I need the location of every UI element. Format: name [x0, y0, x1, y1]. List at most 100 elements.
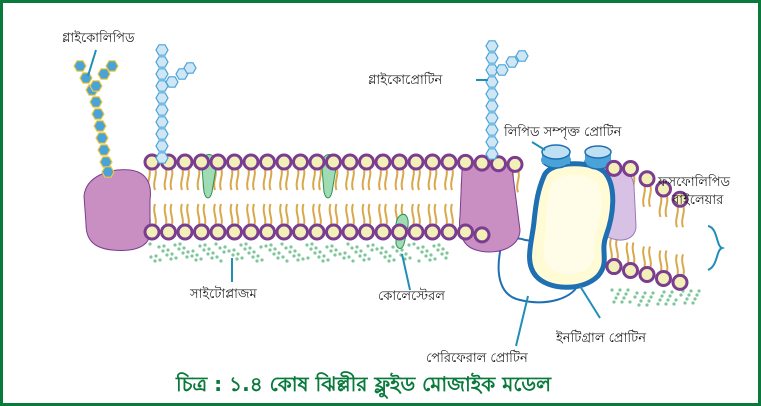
cytoplasm-dot	[149, 255, 152, 258]
glycoprotein-sugar	[184, 63, 196, 73]
cytoplasm-dot	[436, 248, 439, 251]
cytoplasm-dot	[154, 254, 157, 257]
lipid-head-outer	[277, 155, 291, 169]
lipid-head-inner	[327, 225, 341, 239]
lipid-tail	[154, 204, 156, 226]
lipid-tail	[435, 168, 437, 190]
lipid-head-outer	[294, 155, 308, 169]
cytoplasm-dot	[199, 257, 202, 260]
cytoplasm-dot	[429, 253, 432, 256]
lipid-tail	[270, 168, 272, 190]
lipid-tail	[171, 168, 173, 190]
cytoplasm-dot	[664, 302, 667, 305]
cytoplasm-dot	[240, 256, 243, 259]
cytoplasm-dot	[236, 252, 239, 255]
cytoplasm-dot	[219, 259, 222, 262]
cytoplasm-dot	[691, 301, 694, 304]
cytoplasm-dot	[231, 253, 234, 256]
lipid-head-outer	[624, 162, 638, 176]
lipid-tail	[181, 168, 183, 190]
cytoplasm-dot	[330, 244, 333, 247]
lipid-tail	[220, 168, 222, 190]
cytoplasm-dot	[284, 246, 287, 249]
glycoprotein-sugar	[156, 153, 168, 163]
cytoplasm-dot	[679, 293, 682, 296]
lipid-tail	[610, 239, 612, 261]
lipid-head-outer	[327, 155, 341, 169]
cytoplasm-dot	[285, 259, 288, 262]
cytoplasm-dot	[338, 252, 341, 255]
cytoplasm-dot	[202, 248, 205, 251]
cytoplasm-dot	[198, 244, 201, 247]
cytoplasm-dot	[277, 251, 280, 254]
cytoplasm-dot	[235, 257, 238, 260]
cytoplasm-dot	[321, 259, 324, 262]
cytoplasm-dot	[329, 249, 332, 252]
lipid-tail	[280, 204, 282, 226]
lipid-tail	[402, 168, 404, 190]
lipid-head-inner	[607, 260, 621, 274]
lipid-head-inner	[343, 225, 357, 239]
lipid-head-inner	[228, 225, 242, 239]
cytoplasm-dot	[421, 245, 424, 248]
cytoplasm-dot	[695, 293, 698, 296]
cytoplasm-dot	[157, 245, 160, 248]
cytoplasm-dot	[363, 253, 366, 256]
lipid-tail	[352, 168, 354, 190]
cytoplasm-dot	[166, 248, 169, 251]
label-phospholipid-line2: বাইলেয়ার	[671, 192, 724, 208]
cytoplasm-dot	[407, 243, 410, 246]
lipid-tail	[682, 254, 684, 276]
cytoplasm-dot	[162, 244, 165, 247]
lipid-tail	[231, 204, 233, 226]
cytoplasm-dot	[182, 246, 185, 249]
cytoplasm-dot	[662, 290, 665, 293]
cytoplasm-dot	[161, 249, 164, 252]
label-peripheral-protein: পেরিফেরাল প্রোটিন	[426, 350, 528, 366]
cytoplasm-dot	[628, 300, 631, 303]
cytoplasm-dot	[222, 250, 225, 253]
lipid-head-inner	[195, 225, 209, 239]
cytoplasm-dot	[387, 259, 390, 262]
cytoplasm-dot	[288, 250, 291, 253]
cytoplasm-dot	[239, 243, 242, 246]
leader-peripheral	[516, 296, 528, 346]
cytoplasm-dot	[148, 242, 151, 245]
cytoplasm-dot	[343, 251, 346, 254]
lipid-tail	[253, 204, 255, 226]
lipid-head-inner	[145, 225, 159, 239]
cytoplasm-dot	[670, 290, 673, 293]
cytoplasm-dot	[289, 245, 292, 248]
lipid-tail	[270, 204, 272, 226]
cytoplasm-dot	[326, 258, 329, 261]
lipid-tail	[660, 250, 662, 272]
cytoplasm-dot	[203, 243, 206, 246]
cytoplasm-dot	[264, 244, 267, 247]
lipid-head-outer	[195, 155, 209, 169]
cytoplasm-dot	[165, 253, 168, 256]
cytoplasm-dot	[218, 246, 221, 249]
leader-glycolipid	[88, 50, 96, 76]
cytoplasm-dot	[256, 254, 259, 257]
lipid-head-inner	[376, 225, 390, 239]
cytoplasm-dot	[195, 253, 198, 256]
cytoplasm-dot	[232, 248, 235, 251]
cytoplasm-dot	[342, 256, 345, 259]
cytoplasm-dot	[293, 249, 296, 252]
cytoplasm-dot	[244, 242, 247, 245]
lipid-tail	[385, 204, 387, 226]
lipid-tail	[451, 168, 453, 190]
lipid-head-outer	[475, 156, 489, 170]
lipid-tail	[666, 250, 668, 272]
lipid-tail	[165, 168, 167, 190]
cytoplasm-dot	[177, 247, 180, 250]
glycolipid-sugar	[90, 81, 102, 91]
lipid-tail	[286, 168, 288, 190]
lipid-head-inner	[277, 225, 291, 239]
cytoplasm-dot	[318, 250, 321, 253]
cytoplasm-dot	[362, 258, 365, 261]
cytoplasm-dot	[227, 249, 230, 252]
cytoplasm-dot	[388, 254, 391, 257]
lipid-head-inner	[657, 271, 671, 285]
